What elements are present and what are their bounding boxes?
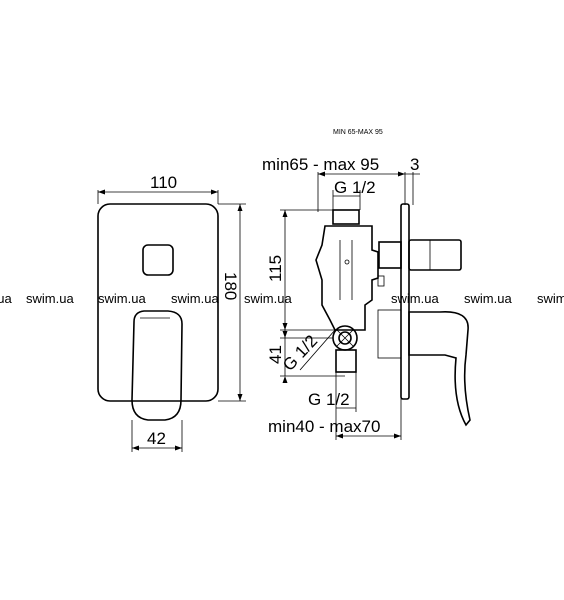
plate-thickness-label: 3: [410, 155, 419, 174]
watermark-text: swim.ua: [244, 291, 292, 306]
front-height-label: 180: [221, 272, 240, 300]
install-range-label: min40 - max70: [268, 417, 380, 436]
watermark-row: swim.ua swim.ua swim.ua swim.ua swim.ua …: [0, 291, 564, 306]
diverter-button: [142, 244, 174, 276]
watermark-text: swim.ua: [391, 291, 439, 306]
cover-plate-side: [400, 203, 410, 400]
lever-handle: [131, 310, 183, 421]
watermark-text: swim.ua: [98, 291, 146, 306]
front-view: 110 180 42: [97, 173, 246, 452]
watermark-text: swim.ua: [464, 291, 512, 306]
side-view: MIN 65-MAX 95 min65 - max 95 3 G 1/2: [262, 129, 471, 440]
lower-height-label: 41: [266, 345, 285, 364]
watermark-text: swim.ua: [26, 291, 74, 306]
upper-height-label: 115: [266, 255, 285, 282]
lever-width-label: 42: [147, 429, 166, 448]
cover-plate: [97, 203, 219, 402]
depth-range-label: min65 - max 95: [262, 155, 379, 174]
header-note: MIN 65-MAX 95: [333, 129, 383, 136]
cartridge-spindle: [408, 239, 462, 271]
watermark-text: swim.ua: [0, 291, 12, 306]
bottom-thread-label: G 1/2: [308, 390, 350, 409]
valve-body: [315, 209, 385, 373]
lever-handle-side: [408, 311, 471, 427]
top-thread-label: G 1/2: [334, 178, 376, 197]
watermark-text: swim.ua: [537, 291, 564, 306]
front-width-label: 110: [150, 173, 177, 192]
watermark-text: swim.ua: [171, 291, 219, 306]
